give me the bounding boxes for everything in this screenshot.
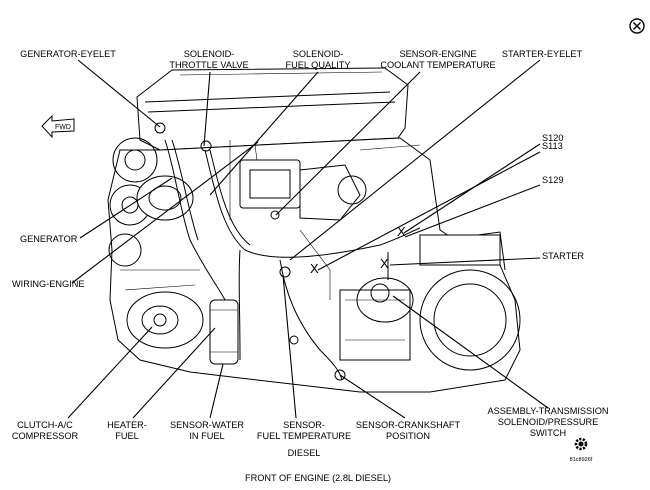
label-sensor-ect-line2: COOLANT TEMPERATURE <box>380 60 495 70</box>
gear-icon <box>574 437 588 451</box>
label-solenoid-fuel-quality-line1: SOLENOID- <box>293 49 344 59</box>
label-s120: S120 <box>542 133 563 143</box>
label-trans-solenoid-line1: ASSEMBLY-TRANSMISSION <box>488 406 609 416</box>
leader-lines <box>67 59 549 419</box>
label-trans-solenoid-line2: SOLENOID/PRESSURE <box>498 417 599 427</box>
label-solenoid-throttle-valve-line1: SOLENOID- <box>184 49 235 59</box>
label-clutch-ac-line1: CLUTCH-A/C <box>17 420 73 430</box>
label-sensor-ect-line1: SENSOR-ENGINE <box>399 49 476 59</box>
label-solenoid-throttle-valve-line2: THROTTLE VALVE <box>169 60 248 70</box>
label-trans-solenoid-line3: SWITCH <box>530 428 566 438</box>
label-s113: S113 <box>542 141 563 151</box>
label-solenoid-fuel-quality-line2: FUEL QUALITY <box>285 60 350 70</box>
label-clutch-ac-line2: COMPRESSOR <box>12 431 79 441</box>
fwd-label: FWD <box>55 124 71 131</box>
close-icon[interactable] <box>629 18 645 34</box>
label-sensor-fuel-temp-line2: FUEL TEMPERATURE <box>257 431 351 441</box>
splice-marks: X X X <box>310 224 406 276</box>
diagram-sub-caption: DIESEL <box>288 448 321 458</box>
splice-mark-s129: X <box>380 256 389 271</box>
label-starter: STARTER <box>542 251 584 261</box>
label-sensor-crank-line2: POSITION <box>386 431 430 441</box>
label-sensor-water-line2: IN FUEL <box>189 431 224 441</box>
label-wiring-engine: WIRING-ENGINE <box>12 279 84 289</box>
label-generator-eyelet: GENERATOR-EYELET <box>20 49 116 59</box>
label-generator: GENERATOR <box>20 234 78 244</box>
label-sensor-fuel-temp-line1: SENSOR- <box>283 420 325 430</box>
label-starter-eyelet: STARTER-EYELET <box>502 49 583 59</box>
splice-mark-s120: X <box>397 224 406 239</box>
forward-arrow-icon: FWD <box>41 114 75 139</box>
callout-labels: GENERATOR-EYELET SOLENOID- THROTTLE VALV… <box>12 49 609 441</box>
figure-id: 81c8926f <box>570 457 593 463</box>
label-sensor-water-line1: SENSOR-WATER <box>170 420 244 430</box>
engine-illustration <box>107 67 521 393</box>
label-heater-fuel-line2: FUEL <box>115 431 139 441</box>
label-s129: S129 <box>542 175 563 185</box>
splice-mark-s113: X <box>310 261 319 276</box>
diagram-caption: FRONT OF ENGINE (2.8L DIESEL) <box>245 473 391 483</box>
label-sensor-crank-line1: SENSOR-CRANKSHAFT <box>356 420 461 430</box>
label-heater-fuel-line1: HEATER- <box>107 420 147 430</box>
